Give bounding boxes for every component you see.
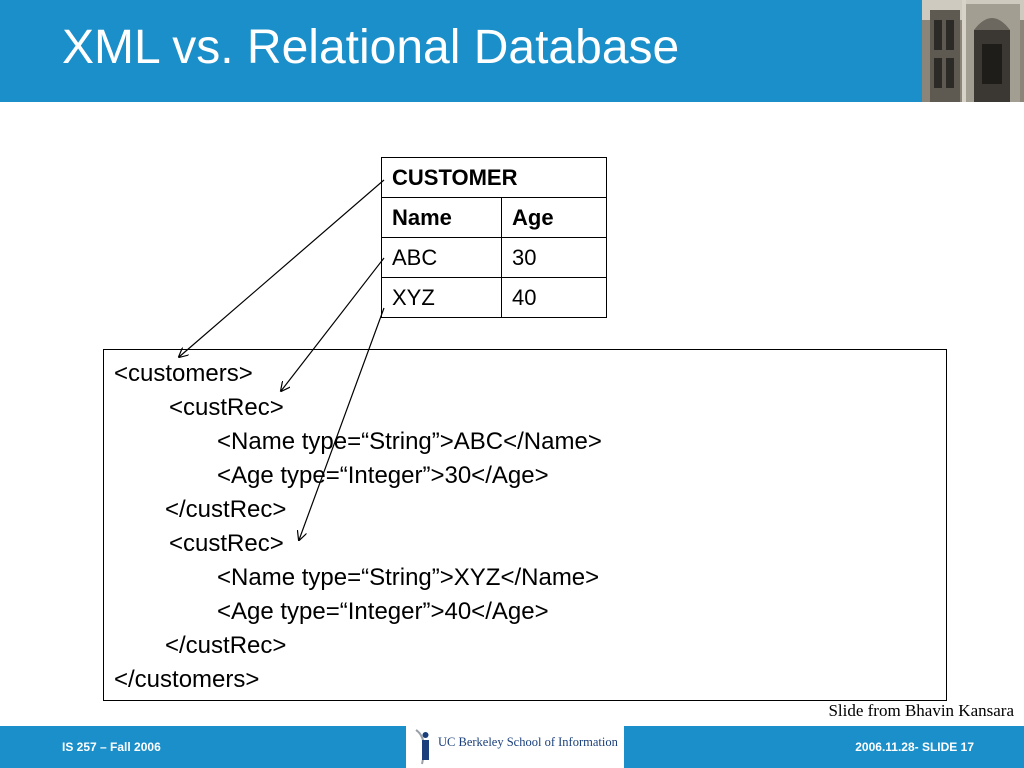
school-logo-icon xyxy=(415,729,429,765)
xml-line: </custRec> xyxy=(165,496,287,523)
xml-line: <Age type=“Integer”>30</Age> xyxy=(217,462,549,489)
xml-line: <custRec> xyxy=(169,530,284,557)
table-cell: 30 xyxy=(501,237,607,278)
column-header-name: Name xyxy=(381,197,502,238)
xml-line: </customers> xyxy=(114,666,260,693)
school-logo-text: UC Berkeley School of Information xyxy=(438,735,618,749)
xml-code-box: <customers> <custRec> <Name type=“String… xyxy=(103,349,947,701)
xml-line: <Name type=“String”>XYZ</Name> xyxy=(217,564,600,591)
table-header-row: Name Age xyxy=(381,197,607,238)
table-name-cell: CUSTOMER xyxy=(381,157,607,198)
table-title-row: CUSTOMER xyxy=(381,157,607,198)
school-logo: UC Berkeley School of Information xyxy=(406,726,624,768)
course-label: IS 257 – Fall 2006 xyxy=(62,740,161,754)
slide-title: XML vs. Relational Database xyxy=(62,21,680,74)
table-cell: 40 xyxy=(501,277,607,318)
table-row: XYZ 40 xyxy=(381,277,607,318)
slide-number: 2006.11.28- SLIDE 17 xyxy=(855,740,974,754)
xml-line: <Age type=“Integer”>40</Age> xyxy=(217,598,549,625)
xml-line: <custRec> xyxy=(169,394,284,421)
building-photo xyxy=(922,0,1024,102)
xml-line: </custRec> xyxy=(165,632,287,659)
arrow-customer-to-customers xyxy=(179,179,385,357)
xml-line: <customers> xyxy=(114,360,253,387)
slide-credit: Slide from Bhavin Kansara xyxy=(828,701,1014,720)
table-cell: XYZ xyxy=(381,277,502,318)
xml-line: <Name type=“String”>ABC</Name> xyxy=(217,428,602,455)
header-bar: XML vs. Relational Database xyxy=(0,0,1024,102)
table-row: ABC 30 xyxy=(381,237,607,278)
customer-table: CUSTOMER Name Age ABC 30 XYZ 40 xyxy=(381,157,607,318)
column-header-age: Age xyxy=(501,197,607,238)
table-cell: ABC xyxy=(381,237,502,278)
